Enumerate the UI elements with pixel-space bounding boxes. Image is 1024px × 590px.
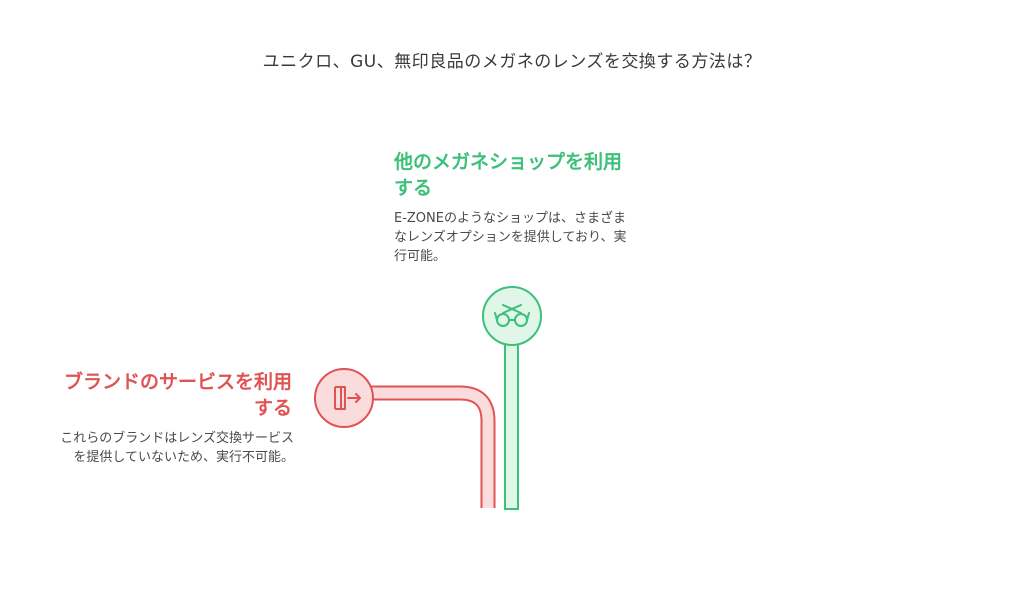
diagram-title: ユニクロ、GU、無印良品のメガネのレンズを交換する方法は？ [262, 52, 762, 72]
glasses-icon [482, 286, 542, 346]
option-green-description: E-ZONEのようなショップは、さまざまなレンズオプションを提供しており、実行可… [394, 211, 627, 264]
green-connector [504, 339, 519, 510]
option-green-title: 他のメガネショップを利用する [394, 151, 623, 199]
option-red-description: これらのブランドはレンズ交換サービスを提供していないため、実行不可能。 [60, 431, 294, 465]
red-connector-fill [366, 387, 494, 508]
exit-door-icon [314, 368, 374, 428]
red-connector [366, 385, 496, 508]
option-red-title: ブランドのサービスを利用する [63, 371, 292, 419]
